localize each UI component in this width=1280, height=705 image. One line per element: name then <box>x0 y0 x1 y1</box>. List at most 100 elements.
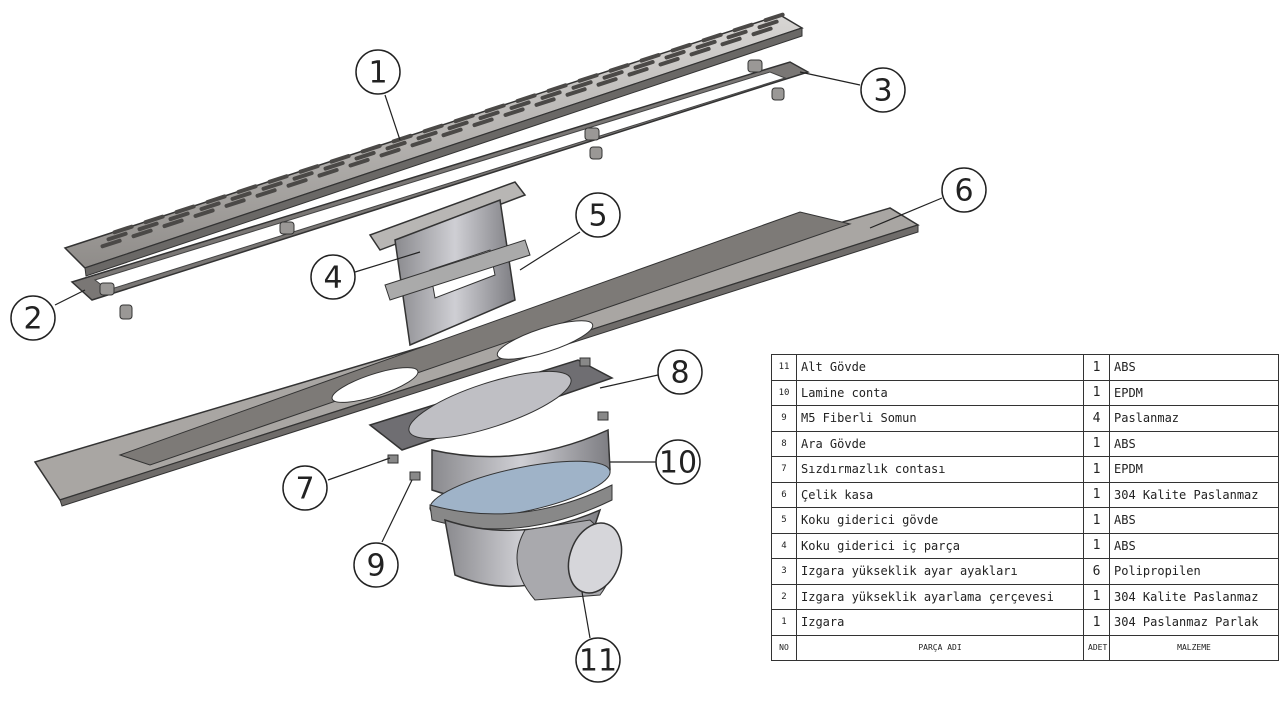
grate-slot <box>348 157 370 168</box>
part-material: EPDM <box>1109 379 1279 406</box>
balloon-circle <box>941 167 987 213</box>
grate-slot <box>763 12 785 23</box>
grate-slot <box>329 154 351 164</box>
part-name: Çelik kasa <box>796 481 1084 508</box>
balloon-number: 1 <box>368 56 387 91</box>
balloon-number: 8 <box>670 356 689 391</box>
grate-slot <box>354 150 376 161</box>
header-no: NO <box>771 634 797 661</box>
balloon-circle <box>575 637 621 683</box>
grate-slot <box>391 133 413 144</box>
part-material: ABS <box>1109 430 1279 457</box>
grate-slot <box>205 194 227 204</box>
part-name: M5 Fiberli Somun <box>796 405 1084 432</box>
grate-slot <box>230 191 252 201</box>
grate-slot <box>174 204 196 215</box>
header-part-name: PARÇA ADI <box>796 634 1084 661</box>
grate-slot <box>168 211 190 222</box>
part-quantity: 1 <box>1083 379 1110 406</box>
grate-slot <box>478 110 500 121</box>
balloon-number: 3 <box>873 74 892 109</box>
grate-slot <box>162 218 184 229</box>
part-name: Koku giderici iç parça <box>796 532 1084 559</box>
balloon-number: 6 <box>954 174 973 209</box>
grate-slot <box>360 143 382 154</box>
leader-lines <box>54 71 943 639</box>
balloon-circle <box>657 349 703 395</box>
grate-slot <box>509 100 531 110</box>
balloon-number: 4 <box>323 261 342 296</box>
part-number: 1 <box>771 609 797 636</box>
grate-slot <box>298 164 320 174</box>
grate-slot <box>664 49 686 60</box>
part-material: EPDM <box>1109 456 1279 483</box>
header-material: MALZEME <box>1109 634 1279 661</box>
grate-slot <box>255 188 277 198</box>
grate-slot <box>670 42 692 53</box>
grate-slot <box>540 90 562 100</box>
grate-slot <box>199 201 221 211</box>
part-material: ABS <box>1109 354 1279 381</box>
part-name: Koku giderici gövde <box>796 507 1084 534</box>
grate-slot <box>100 238 122 249</box>
part-quantity: 1 <box>1083 583 1110 610</box>
part-name: Ara Gövde <box>796 430 1084 457</box>
balloon-circle <box>355 49 401 95</box>
grate-slot <box>441 127 463 138</box>
part-material: ABS <box>1109 532 1279 559</box>
grate-slot <box>534 97 556 107</box>
part-number: 11 <box>771 354 797 381</box>
part-name: Lamine conta <box>796 379 1084 406</box>
part-quantity: 1 <box>1083 456 1110 483</box>
part-name: Sızdırmazlık contası <box>796 456 1084 483</box>
part-number: 7 <box>771 456 797 483</box>
grate-slot <box>292 171 314 181</box>
balloon-10: 10 <box>655 439 701 485</box>
grate-part <box>63 12 804 277</box>
balloon-3: 3 <box>860 67 906 113</box>
odor-trap-part <box>368 181 531 347</box>
balloon-number: 9 <box>366 549 385 584</box>
grate-slot <box>701 32 723 43</box>
grate-slot <box>515 93 537 103</box>
adjustment-frame-part <box>70 59 810 320</box>
grate-slot <box>695 39 717 50</box>
part-name: Izgara yükseklik ayarlama çerçevesi <box>796 583 1084 610</box>
balloon-11: 11 <box>575 637 621 683</box>
part-material: Polipropilen <box>1109 558 1279 585</box>
grate-slot <box>323 161 345 171</box>
part-quantity: 1 <box>1083 609 1110 636</box>
grate-slot <box>546 83 568 93</box>
balloon-circle <box>282 465 328 511</box>
grate-slot <box>720 36 742 47</box>
grate-slot <box>137 221 159 232</box>
grate-slot <box>633 60 655 70</box>
part-number: 3 <box>771 558 797 585</box>
drain-body-part <box>368 357 623 601</box>
part-material: ABS <box>1109 507 1279 534</box>
part-quantity: 1 <box>1083 507 1110 534</box>
grate-slot <box>236 184 258 194</box>
grate-slot <box>571 80 593 90</box>
grate-slot <box>577 73 599 83</box>
grate-slot <box>261 181 283 191</box>
balloon-number: 5 <box>588 199 607 234</box>
grate-slot <box>503 107 525 117</box>
grate-slot <box>410 137 432 148</box>
part-quantity: 6 <box>1083 558 1110 585</box>
part-number: 8 <box>771 430 797 457</box>
balloon-circle <box>10 295 56 341</box>
grate-slot <box>422 123 444 134</box>
grate-slot <box>143 214 165 225</box>
grate-slot <box>106 231 128 242</box>
part-name: Izgara <box>796 609 1084 636</box>
